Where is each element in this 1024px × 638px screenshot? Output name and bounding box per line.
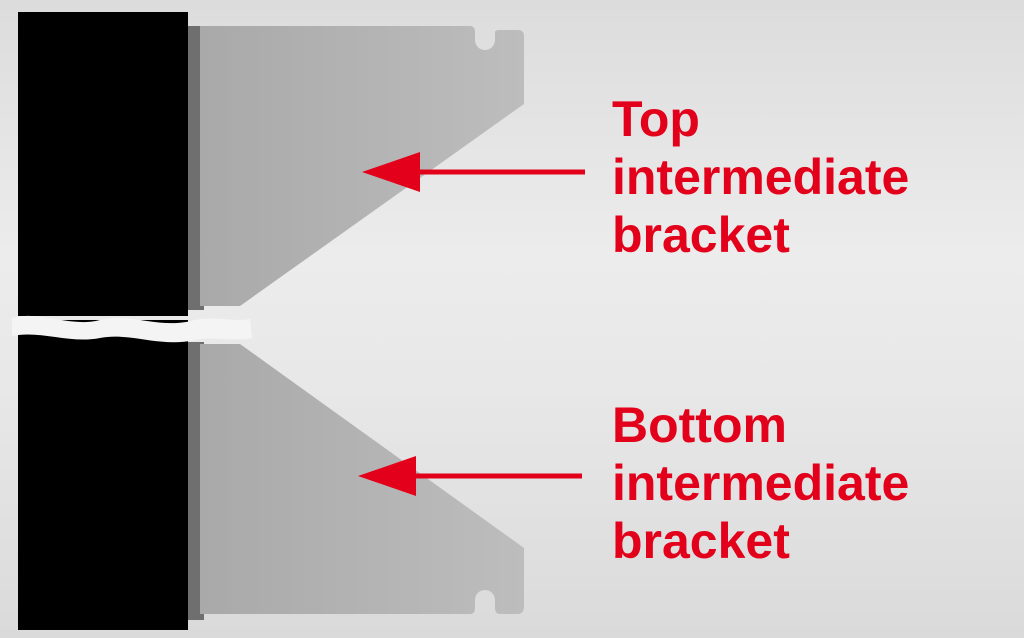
- bottom-label-line-1: Bottom: [612, 397, 787, 453]
- bottom-arrow: [358, 456, 582, 496]
- bottom-bracket-label: Bottom intermediate bracket: [612, 396, 909, 570]
- bottom-label-line-2: intermediate: [612, 455, 910, 511]
- top-label-line-3: bracket: [612, 207, 790, 263]
- bottom-intermediate-bracket: [186, 342, 524, 620]
- top-bracket-label: Top intermediate bracket: [612, 90, 909, 264]
- bottom-label-line-3: bracket: [612, 513, 790, 569]
- top-arrow: [362, 152, 585, 192]
- break-line: [12, 315, 252, 343]
- top-intermediate-bracket: [186, 26, 524, 310]
- post-bottom: [18, 320, 188, 630]
- top-label-line-2: intermediate: [612, 149, 910, 205]
- top-label-line-1: Top: [612, 91, 700, 147]
- post-top: [18, 12, 188, 316]
